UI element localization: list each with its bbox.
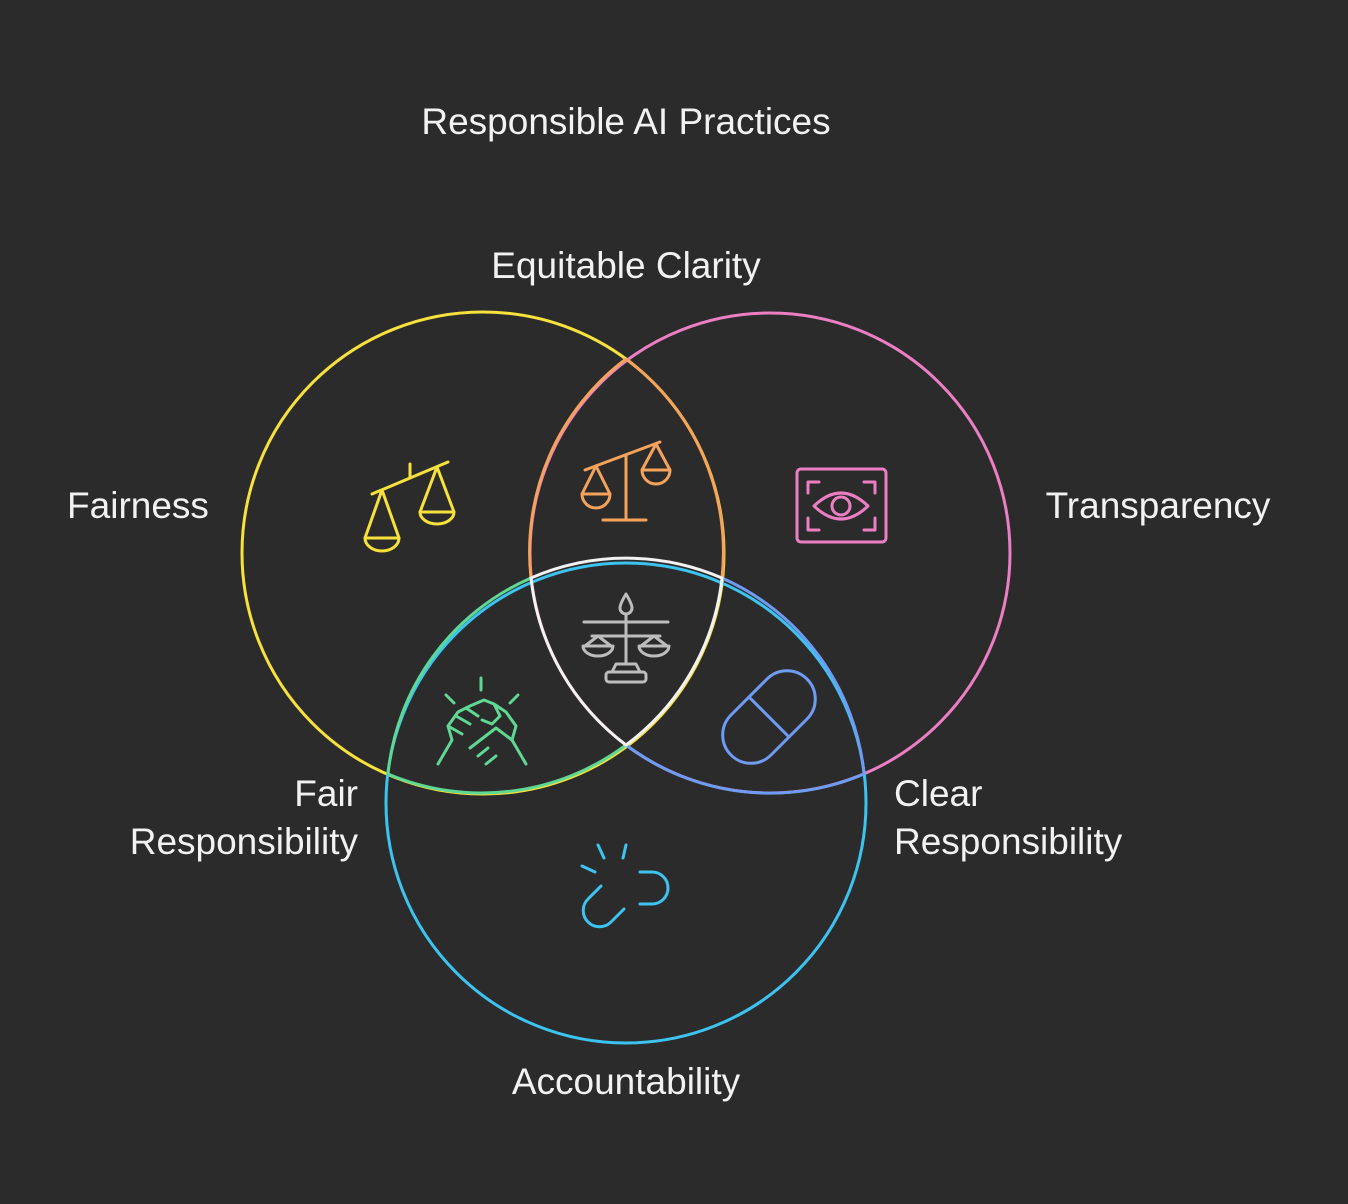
fair-responsibility-label-line2: Responsibility (130, 821, 359, 862)
fair-responsibility-label-line1: Fair (294, 773, 358, 814)
capsule-icon (721, 669, 817, 765)
transparency-label: Transparency (1046, 485, 1271, 526)
eye-icon (795, 467, 888, 544)
clear-responsibility-label-line2: Responsibility (894, 821, 1123, 862)
justice-scale-icon (581, 592, 671, 684)
clear-responsibility-arc-top (721, 576, 866, 775)
handshake-icon (436, 676, 528, 766)
scales-icon (363, 460, 456, 553)
diagram-title: Responsible AI Practices (421, 101, 830, 142)
accountability-label: Accountability (512, 1061, 741, 1102)
equitable-clarity-arc-left (528, 357, 627, 579)
fairness-label: Fairness (67, 485, 209, 526)
accountability-circle (384, 561, 868, 1045)
equitable-clarity-arc-right (625, 357, 725, 579)
balance-icon (580, 440, 672, 522)
fair-responsibility-arc-bottom (387, 743, 627, 795)
clear-responsibility-arc-bottom (625, 743, 865, 795)
fair-responsibility-arc-top (386, 576, 532, 775)
broken-link-icon (580, 843, 670, 929)
transparency-circle (528, 311, 1012, 795)
equitable-clarity-label: Equitable Clarity (491, 245, 761, 286)
center-intersection-outline (529, 556, 724, 747)
clear-responsibility-label-line1: Clear (894, 773, 982, 814)
